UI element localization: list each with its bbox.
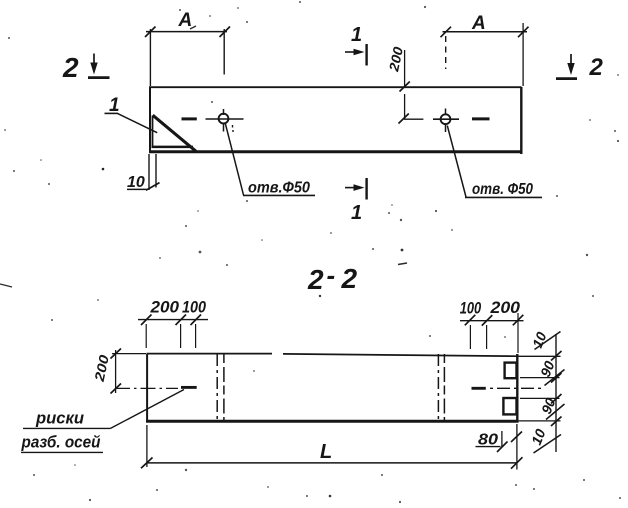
svg-text:10: 10 [127, 174, 145, 191]
svg-text:A: A [178, 10, 193, 31]
svg-text:1: 1 [351, 24, 362, 46]
svg-text:200: 200 [92, 353, 113, 384]
svg-text:A: A [471, 13, 486, 34]
svg-text:1: 1 [351, 202, 362, 224]
svg-text:2: 2 [307, 264, 324, 295]
svg-text:200: 200 [386, 45, 406, 74]
svg-text:отв. Ф50: отв. Ф50 [472, 181, 533, 198]
svg-text:2: 2 [341, 263, 358, 294]
svg-text:200: 200 [149, 298, 179, 317]
svg-text:100: 100 [182, 298, 206, 317]
svg-text:2: 2 [62, 52, 79, 83]
svg-text:10: 10 [528, 426, 549, 447]
svg-text:разб. осей: разб. осей [21, 433, 101, 452]
svg-text:100: 100 [460, 299, 482, 318]
svg-text:10: 10 [529, 329, 550, 350]
svg-text:200: 200 [489, 298, 520, 317]
svg-text:риски: риски [35, 409, 85, 428]
svg-text:L: L [320, 441, 332, 463]
svg-text:90: 90 [537, 358, 558, 379]
svg-text:отв.Ф50: отв.Ф50 [248, 180, 310, 197]
svg-text:80: 80 [478, 432, 498, 449]
svg-text:90: 90 [538, 395, 559, 416]
svg-text:2: 2 [589, 54, 604, 81]
svg-text:1: 1 [109, 95, 120, 116]
svg-text:-: - [327, 260, 336, 290]
